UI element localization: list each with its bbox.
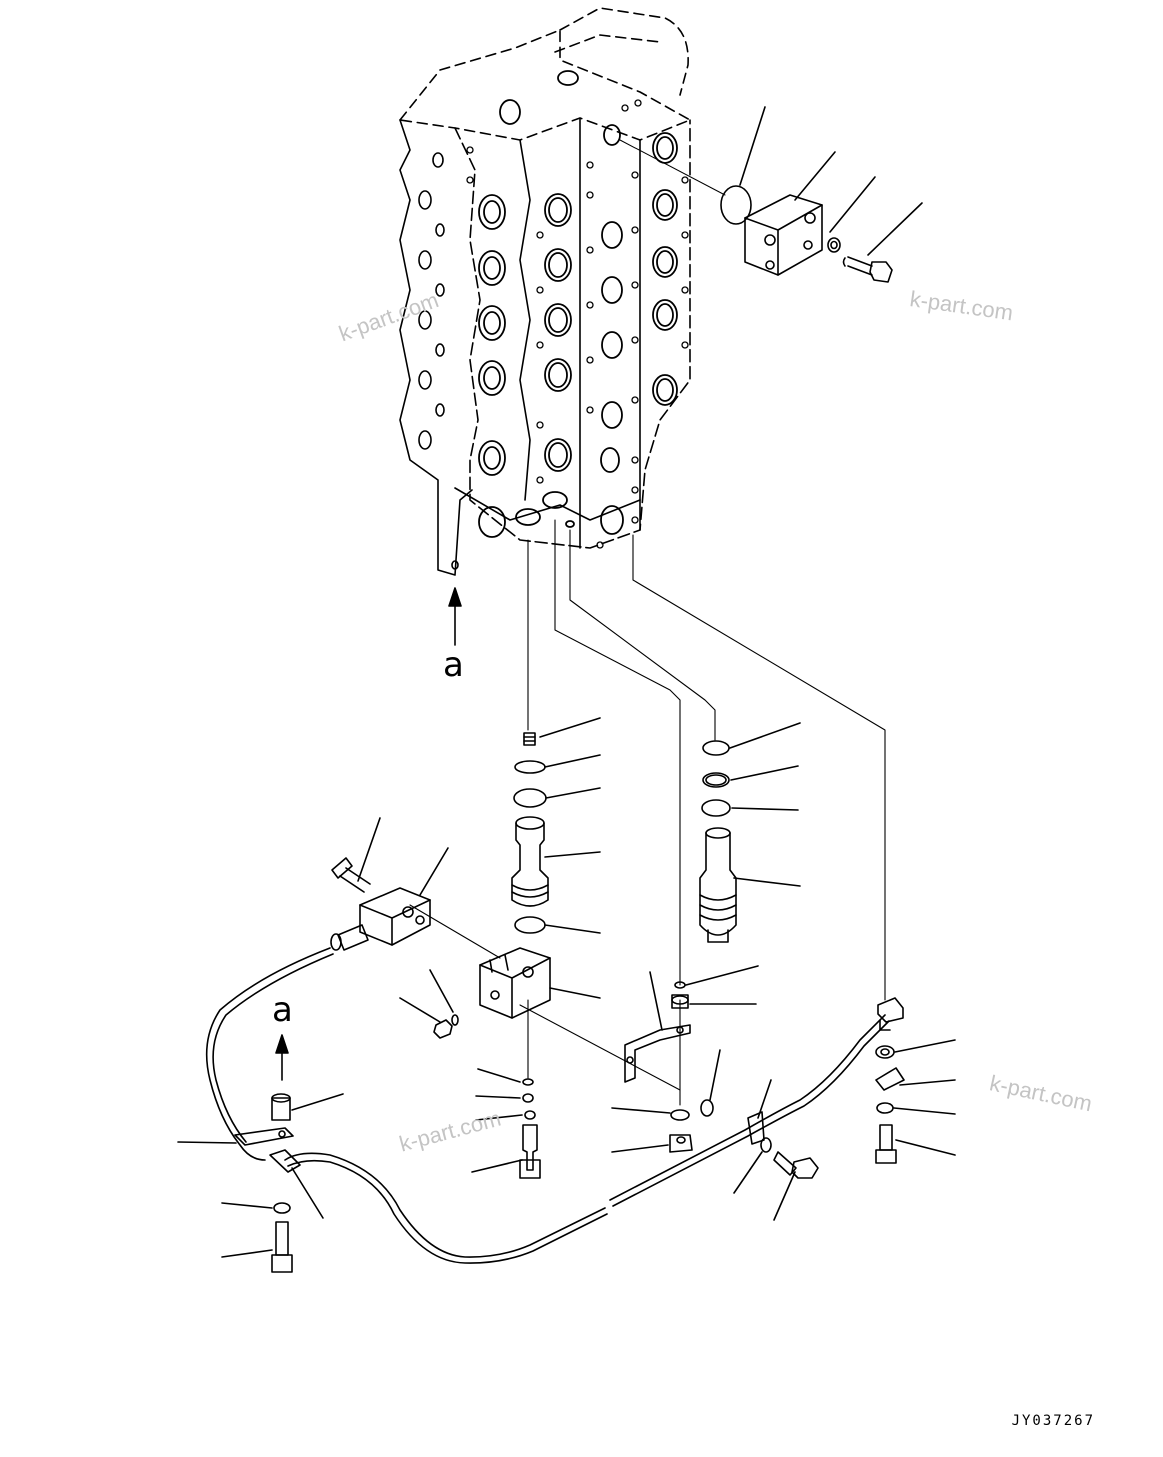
wire-harness (284, 1152, 606, 1258)
view-label-top: a (443, 645, 464, 685)
valve-ports-left (418, 152, 459, 570)
bolt-cover (842, 256, 873, 276)
small-fittings-center (471, 1068, 541, 1179)
cover-plate (744, 194, 823, 276)
view-arrow-top (448, 587, 462, 646)
solenoid-valve-block (205, 817, 449, 1161)
cover-assembly (720, 106, 923, 283)
drawing-number: JY037267 (1011, 1413, 1095, 1429)
control-valve-body (399, 7, 691, 576)
routing-lines (409, 519, 886, 1106)
valve-cartridge-right (699, 722, 801, 943)
o-ring-cover (720, 185, 752, 225)
left-clamp-hardware (177, 1093, 344, 1273)
right-bracket-hardware (611, 965, 819, 1221)
valve-cartridge-left (511, 717, 601, 934)
view-label-bottom: a (272, 990, 293, 1030)
spool-bores (478, 99, 521, 538)
front-face-ports (515, 70, 678, 535)
small-ports (466, 99, 689, 549)
mounting-block (399, 947, 601, 1039)
view-arrow-bottom (275, 1034, 289, 1081)
connector-stack-right (875, 997, 956, 1164)
washer-cover (827, 237, 841, 253)
